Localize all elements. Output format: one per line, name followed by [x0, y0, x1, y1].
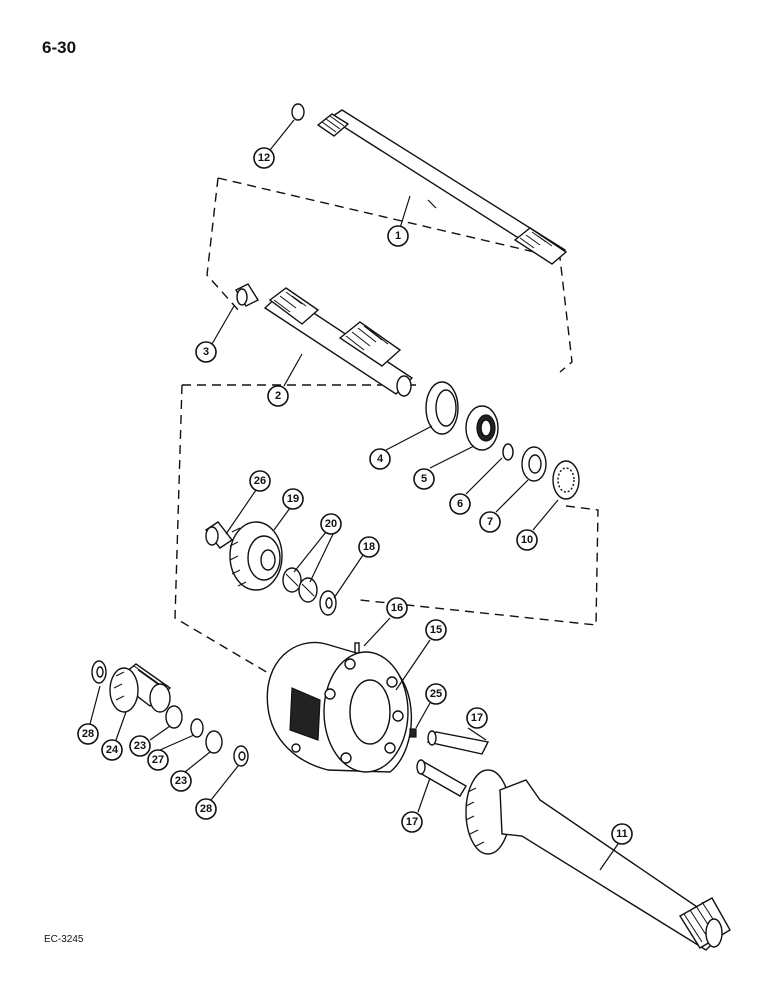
- callout-3: 3: [195, 341, 217, 363]
- callout-1: 1: [387, 225, 409, 247]
- sun-washer-left-part: [91, 660, 107, 684]
- thrust-bearing-part: [552, 460, 580, 500]
- callout-label: 19: [287, 493, 299, 505]
- callout-27: 27: [147, 749, 169, 771]
- sun-needle-bearing-a-part: [165, 705, 183, 729]
- output-shaft-part: [465, 769, 731, 951]
- sun-needle-bearing-b-part: [205, 730, 223, 754]
- callout-19: 19: [282, 488, 304, 510]
- carrier-pin-lower-part: [416, 759, 467, 797]
- callout-label: 5: [421, 473, 427, 485]
- callout-10: 10: [516, 529, 538, 551]
- callout-18: 18: [358, 536, 380, 558]
- callout-label: 17: [406, 816, 418, 828]
- gear-shaft-part: [263, 287, 414, 397]
- callout-label: 7: [487, 516, 493, 528]
- carrier-pin-upper-part: [426, 730, 490, 755]
- callout-label: 27: [152, 754, 164, 766]
- seal-part: [425, 381, 459, 435]
- callout-4: 4: [369, 448, 391, 470]
- callout-label: 16: [391, 602, 403, 614]
- callout-label: 18: [363, 541, 375, 553]
- sun-gear-part: [109, 663, 172, 713]
- washer-part: [521, 446, 547, 482]
- callout-label: 15: [430, 624, 442, 636]
- callout-20: 20: [320, 513, 342, 535]
- callout-label: 23: [175, 775, 187, 787]
- callout-23-lower: 23: [170, 770, 192, 792]
- callout-label: 1: [395, 230, 401, 242]
- callout-28-left: 28: [77, 723, 99, 745]
- callout-label: 20: [325, 518, 337, 530]
- sun-spacer-part: [190, 718, 204, 738]
- callout-16: 16: [386, 597, 408, 619]
- callout-12: 12: [253, 147, 275, 169]
- gear-bushing-part: [204, 521, 234, 549]
- page-number: 6-30: [42, 38, 77, 57]
- bushing-part: [234, 283, 260, 307]
- callout-7: 7: [479, 511, 501, 533]
- leader-lines: [89, 119, 619, 871]
- callout-label: 25: [430, 688, 442, 700]
- input-shaft-part: [316, 109, 568, 265]
- callout-label: 4: [377, 453, 384, 465]
- callout-28-right: 28: [195, 798, 217, 820]
- callout-6: 6: [449, 493, 471, 515]
- callout-23-upper: 23: [129, 735, 151, 757]
- upper-assembly-dashed-outline: [206, 177, 573, 373]
- callout-5: 5: [413, 468, 435, 490]
- callout-24: 24: [101, 739, 123, 761]
- lower-assembly-dashed-outline: [174, 384, 599, 681]
- callout-11: 11: [611, 823, 633, 845]
- needle-bearing-part: [282, 567, 318, 603]
- sun-washer-right-part: [233, 745, 249, 767]
- callout-label: 10: [521, 534, 533, 546]
- snap-ring-small-part: [502, 443, 514, 461]
- callout-26: 26: [249, 470, 271, 492]
- callout-label: 28: [200, 803, 212, 815]
- figure-code: EC-3245: [44, 934, 84, 945]
- callout-label: 28: [82, 728, 94, 740]
- callout-label: 11: [616, 828, 628, 840]
- callout-17-lower: 17: [401, 811, 423, 833]
- callout-25: 25: [425, 683, 447, 705]
- callout-label: 24: [106, 744, 119, 756]
- callout-label: 3: [203, 346, 209, 358]
- callout-15: 15: [425, 619, 447, 641]
- roll-pin-part: [354, 642, 360, 654]
- set-screw-part: [409, 728, 417, 738]
- snap-ring-part: [291, 103, 305, 121]
- callout-2: 2: [267, 385, 289, 407]
- bearing-part: [465, 405, 499, 451]
- callout-label: 26: [254, 475, 266, 487]
- callout-label: 6: [457, 498, 463, 510]
- callout-label: 2: [275, 390, 281, 402]
- callout-label: 12: [258, 152, 270, 164]
- planet-carrier-part: [266, 641, 413, 773]
- planet-gear-part: [229, 521, 283, 591]
- gear-washer-part: [319, 590, 337, 616]
- callout-label: 17: [471, 712, 483, 724]
- callout-17-upper: 17: [466, 707, 488, 729]
- callout-label: 23: [134, 740, 146, 752]
